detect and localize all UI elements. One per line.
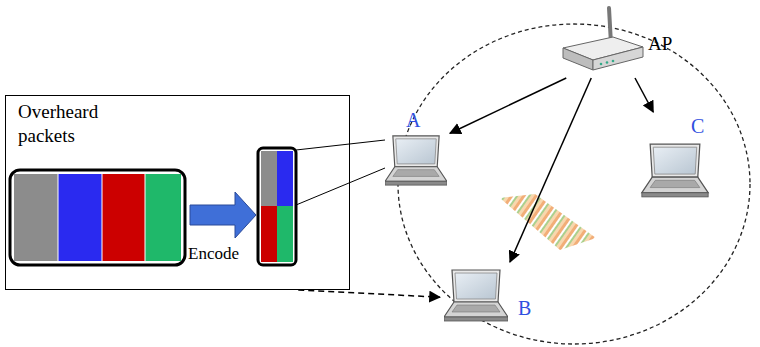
callout-line [296,140,385,150]
laptop-icon [385,136,447,185]
node-label: Overheard packets [18,100,148,148]
station: A [380,108,450,192]
encoded-packet [258,148,296,265]
station: C [636,112,722,202]
interference [500,194,596,250]
transmission-arrow [450,78,566,133]
access-point-icon [563,8,643,70]
callout-line [296,168,385,205]
packet [10,170,185,265]
access-point: AP [560,2,685,78]
callout-box: Overheard packets [5,95,350,290]
node-label: B [518,296,531,321]
node-label: A [406,108,420,133]
coverage-area [398,24,750,344]
station: B [440,262,540,326]
laptop-icon [444,270,508,321]
transmission-arrow [298,290,440,297]
transmission-arrow [635,78,653,112]
step-label: Encode [188,244,239,264]
encode-arrow [190,192,256,238]
laptop-icon [642,144,708,197]
node-label: AP [648,32,672,56]
transmission-arrow [510,78,591,262]
node-label: C [691,114,704,139]
